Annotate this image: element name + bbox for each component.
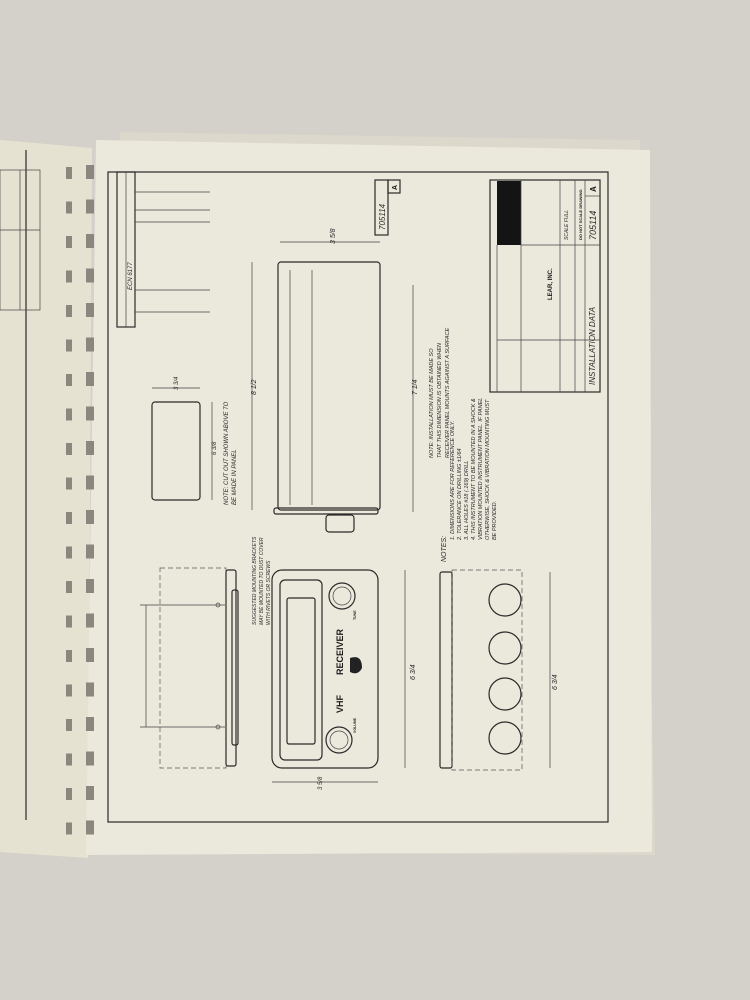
company-name: LEAR, INC. [548,268,554,300]
binding-hole [66,719,72,731]
binding-hole [66,753,72,766]
note-1: 1. DIMENSIONS ARE FOR REFERENCE ONLY. [450,421,456,540]
do-not-scale: DO NOT SCALE DRAWING [578,189,583,240]
binding-hole [66,581,72,593]
binding-hole [86,510,94,524]
dim-rear-height: 6 3/4 [552,674,559,690]
bracket-note: SUGGESTED MOUNTING BRACKETS MAY BE MOUNT… [252,536,272,625]
note-4: 4. THIS INSTRUMENT TO BE MOUNTED IN A SH… [471,398,477,540]
install-note-1: NOTE: INSTALLATION MUST BE MADE SO [429,348,435,458]
volume-knob [325,726,353,754]
binding-hole [66,339,72,352]
binding-hole [86,544,94,559]
front-panel-view: VHF RECEIVER TUNE VOLUME 3 5/8 6 3/4 [271,569,417,790]
binding-hole [86,165,94,179]
label-tune: TUNE [353,610,357,620]
binding-hole [66,167,72,179]
binding-hole [86,441,94,455]
bracket-note-3: WITH RIVETS OR SCREWS [266,560,272,625]
bracket-note-2: MAY BE MOUNTED TO DUST COVER [259,537,265,625]
general-notes: NOTES: 1. DIMENSIONS ARE FOR REFERENCE O… [441,398,498,562]
note-2: 2. TOLERANCE ON DRILLING ±1/64 [457,448,463,541]
binding-hole [66,201,72,214]
binding-hole [86,406,94,421]
rear-view: 6 3/4 [439,569,559,771]
binding-hole [86,682,94,697]
brand-receiver: RECEIVER [335,628,345,675]
binding-hole [66,822,72,835]
binding-hole [86,613,94,628]
drawing-number-copy: 705114 [378,203,387,230]
binding-hole [86,303,94,317]
left-page [0,140,92,858]
revision-letter-copy: A [392,185,399,190]
brand-vhf: VHF [335,694,345,713]
dim-side-height: 8 1/2 [251,379,258,395]
binding-hole [66,650,72,662]
binding-hole [86,820,94,835]
binding-hole [66,374,72,386]
binding-hole [66,477,72,490]
binding-hole [86,786,94,800]
bracket-note-1: SUGGESTED MOUNTING BRACKETS [252,536,258,625]
note-4-cont-3: BE PROVIDED. [492,501,498,540]
dim-overall-depth: 7 1/4 [412,379,419,395]
revision-entry: ECN 6177 [128,262,134,290]
binding-hole [66,270,72,283]
dim-cutout-height: 6 3/8 [212,441,218,455]
binding-hole [66,788,72,800]
drawing-border [107,171,609,823]
side-view: 3 5/8 8 1/2 7 1/4 [251,228,419,533]
binding-hole [66,615,72,628]
left-side-view [140,567,239,769]
panel-cutout: 3 3/4 6 3/8 NOTE: CUT OUT SHOWN ABOVE TO… [151,376,238,505]
note-3: 3. ALL HOLES #18 (.169) DRILL [464,461,470,541]
install-note: NOTE: INSTALLATION MUST BE MADE SO THAT … [429,327,451,458]
binding-hole [86,234,94,248]
binding-hole [86,751,94,766]
binding-hole [86,475,94,490]
install-note-3: RECEIVER PANEL MOUNTS AGAINST A SURFACE [445,327,451,458]
dim-top-width: 3 5/8 [330,228,337,244]
cutout-note-1: NOTE: CUT OUT SHOWN ABOVE TO [224,401,230,505]
binding-hole [86,199,94,214]
tune-knob [328,582,356,610]
binding-hole [66,546,72,559]
notes-heading: NOTES: [441,536,448,562]
cutout-note-2: BE MADE IN PANEL [232,449,238,505]
scale-label: SCALE FULL [564,210,570,240]
spiral-binding [66,165,94,835]
install-note-2: THAT THIS DIMENSION IS OBTAINED WHEN [437,343,443,458]
dim-cutout-width: 3 3/4 [174,376,180,390]
binding-hole [86,268,94,283]
binding-hole [66,305,72,317]
emblem-icon [350,657,362,674]
binding-hole [86,337,94,352]
drawing-title: INSTALLATION DATA [588,307,597,385]
note-4-cont-2: OTHERWISE, SHOCK & VIBRATION MOUNTING MU… [485,399,491,540]
revision-letter: A [589,186,598,192]
binding-hole [66,512,72,524]
dim-front-width: 3 5/8 [318,776,324,790]
drawing-number-box: 705114 A [374,179,401,236]
binding-hole [66,443,72,455]
dim-front-height: 6 3/4 [410,664,417,680]
note-4-cont-1: VIBRATION MOUNTED INSTRUMENT PANEL. IF P… [478,398,484,540]
right-page [86,140,652,855]
binding-hole [86,648,94,662]
binding-hole [66,236,72,248]
binding-hole [66,408,72,421]
label-volume: VOLUME [353,717,357,733]
drawing-number: 705114 [588,211,598,240]
title-block: LEAR, INC. SCALE FULL DO NOT SCALE DRAWI… [489,179,601,393]
revision-block: ECN 6177 [116,171,210,328]
binding-hole [86,372,94,386]
binding-hole [66,684,72,697]
binding-hole [86,717,94,731]
binding-hole [86,579,94,593]
